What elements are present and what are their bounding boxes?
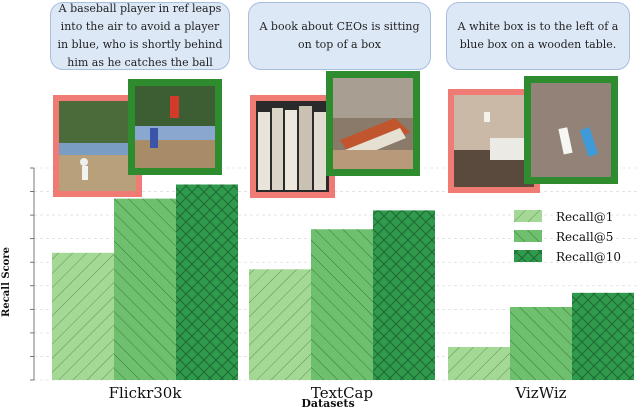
legend-label: Recall@5 [556,230,613,244]
bar-hatch [572,292,634,380]
caption-bubble-flickr30k: A baseball player in ref leaps into the … [50,2,230,70]
image-pair-flickr30k [53,79,222,197]
y-axis-title: Recall Score [1,247,12,317]
caption-text: A baseball player in ref leaps into the … [57,2,223,69]
legend-swatch-hatch [514,210,542,222]
x-tick-label: TextCap [311,384,373,402]
book-on-box-photo [333,78,413,169]
legend-swatch-hatch [514,230,542,242]
books-photo-negative [256,101,329,192]
white-box-photo-negative [454,95,534,187]
bar-hatch [52,252,114,380]
white-and-blue-box-photo [531,83,611,177]
image-pair-textcap [250,71,420,198]
bar-hatch [510,306,572,380]
image-pair-vizwiz [448,76,618,193]
bar-hatch [373,210,435,380]
legend-label: Recall@10 [556,250,621,264]
baseball-photo-positive [135,86,215,168]
baseball-photo-negative [59,101,136,191]
caption-bubble-vizwiz: A white box is to the left of a blue box… [446,2,630,70]
x-tick-label: VizWiz [514,384,566,402]
bar-hatch [311,229,373,380]
bars [52,184,634,380]
legend-swatch-hatch [514,250,542,262]
bar-hatch [114,198,176,380]
bar-hatch [448,347,510,380]
x-axis-tick-labels: Flickr30k TextCap VizWiz [109,384,567,402]
x-tick-label: Flickr30k [109,384,183,402]
caption-text: A white box is to the left of a blue box… [457,20,619,51]
bar-hatch [249,269,311,380]
caption-text: A book about CEOs is sitting on top of a… [259,20,420,51]
x-axis-title: Datasets [301,397,354,409]
caption-bubble-textcap: A book about CEOs is sitting on top of a… [248,2,431,70]
y-axis-ticks [30,167,34,381]
legend-label: Recall@1 [556,210,613,224]
bar-hatch [176,184,238,380]
